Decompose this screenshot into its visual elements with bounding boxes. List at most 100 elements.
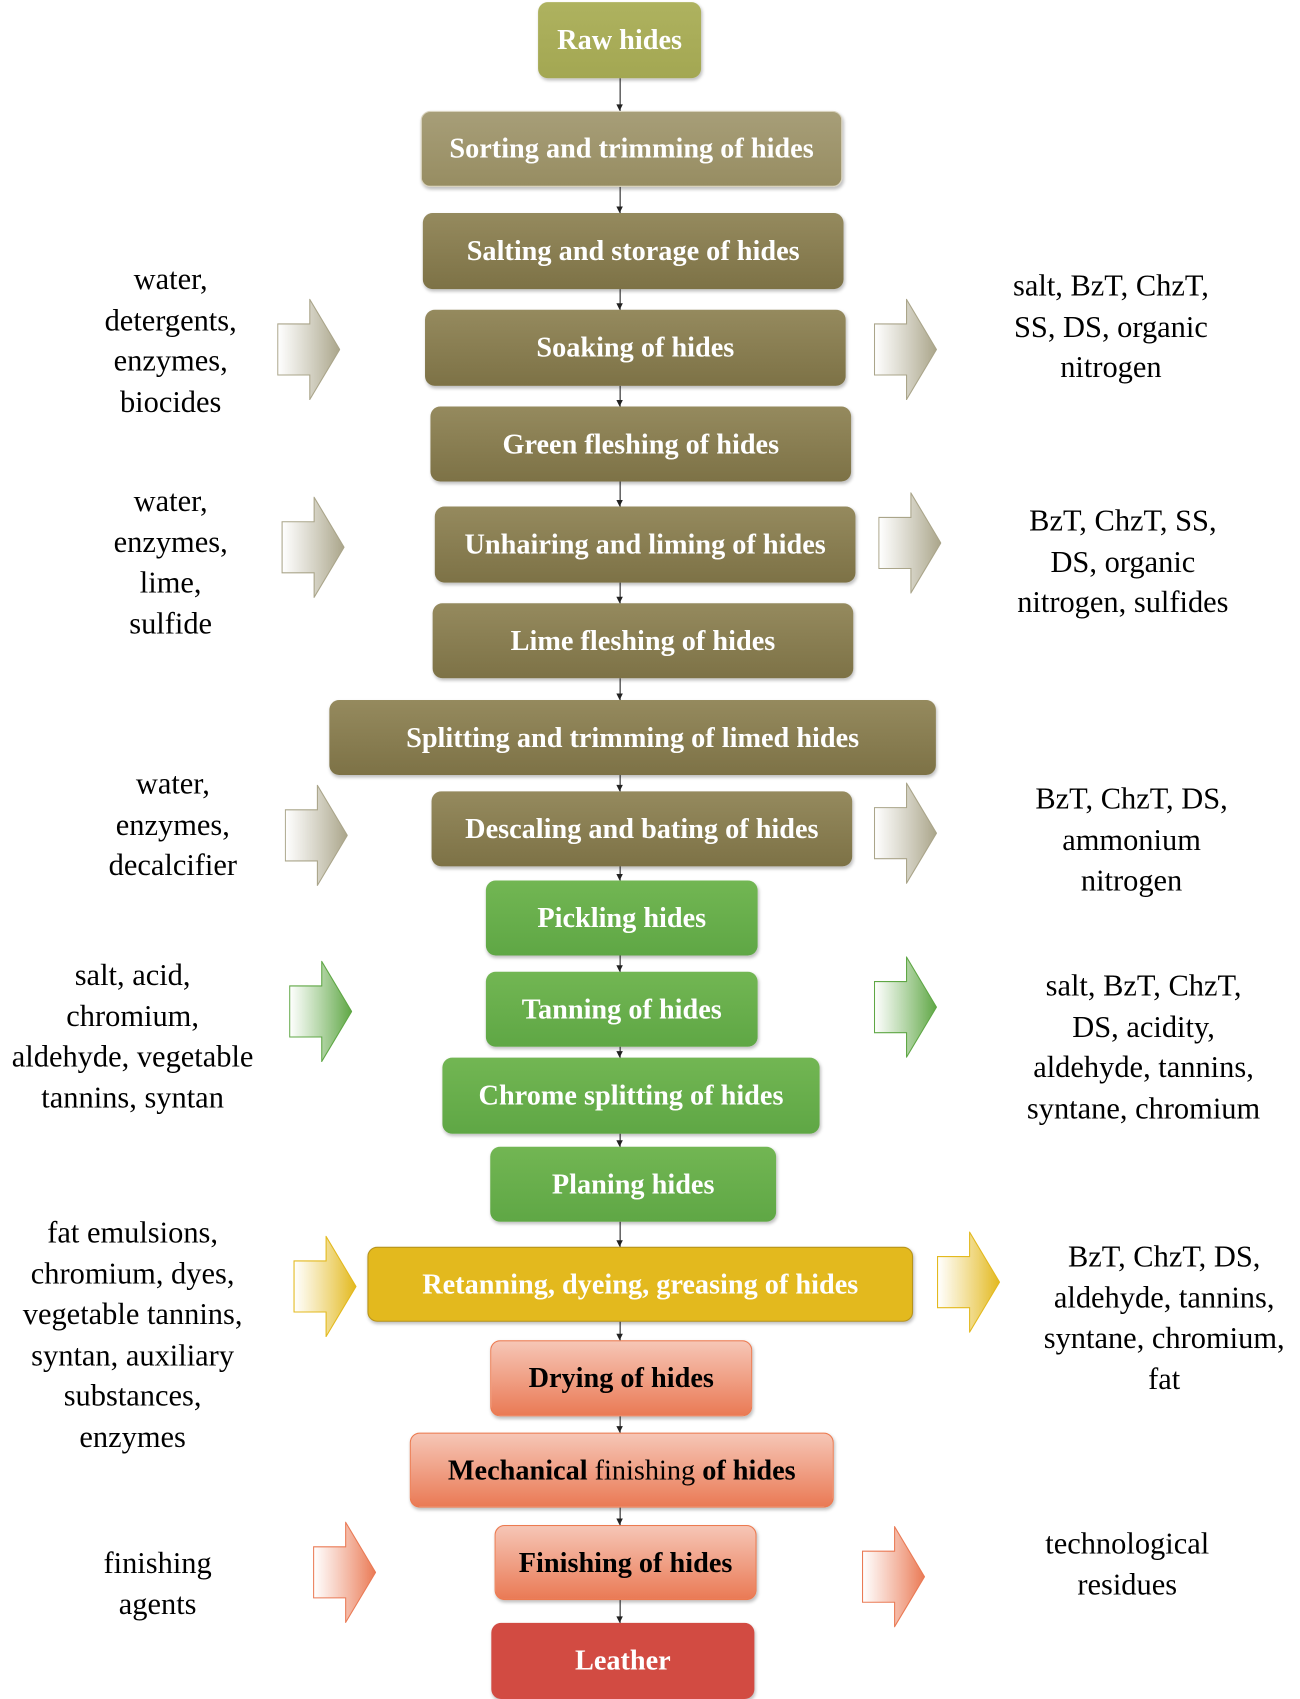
side-text-line: agents bbox=[118, 1587, 197, 1622]
step-label: Planing hides bbox=[551, 1167, 715, 1200]
input-soaking: water,detergents,enzymes,biocides bbox=[105, 260, 237, 423]
side-text-line: BzT, ChzT, DS, bbox=[1035, 782, 1228, 817]
step-planing: Planing hides bbox=[490, 1146, 777, 1222]
connector-arrow-icon bbox=[616, 1221, 623, 1247]
output-finishing: technological residues bbox=[1045, 1524, 1209, 1606]
step-label: Salting and storage of hides bbox=[466, 234, 800, 267]
step-label: Drying of hides bbox=[528, 1362, 714, 1394]
side-text-line: aldehyde, tannins, bbox=[1033, 1051, 1254, 1085]
step-pickling: Pickling hides bbox=[485, 880, 758, 956]
side-text-line: vegetable tannins, bbox=[22, 1297, 243, 1332]
side-text-line: syntane, chromium, bbox=[1043, 1321, 1285, 1356]
step-label: Descaling and bating of hides bbox=[465, 812, 819, 845]
connector-arrow-icon bbox=[616, 866, 623, 881]
connector-arrow-icon bbox=[616, 481, 623, 507]
step-label: finishing bbox=[594, 1453, 696, 1486]
step-label: Raw hides bbox=[557, 23, 683, 56]
side-text-line: ammonium bbox=[1062, 823, 1201, 858]
side-text-line: fat emulsions, bbox=[47, 1216, 218, 1251]
side-text-line: enzymes, bbox=[113, 525, 228, 560]
input-descaling: water,enzymes,decalcifier bbox=[109, 764, 237, 886]
input-arrow-icon bbox=[293, 1235, 357, 1338]
step-label: Lime fleshing of hides bbox=[510, 624, 776, 657]
side-text-line: salt, acid, bbox=[74, 958, 191, 993]
output-arrow-icon bbox=[861, 1526, 926, 1628]
side-text-line: BzT, ChzT, SS, bbox=[1029, 504, 1217, 539]
step-label: Leather bbox=[574, 1644, 671, 1677]
output-arrow-icon bbox=[936, 1231, 1001, 1333]
side-text-line: detergents, bbox=[104, 303, 237, 338]
connector-arrow-icon bbox=[616, 289, 623, 310]
step-lime-fleshing: Lime fleshing of hides bbox=[432, 603, 854, 679]
step-raw-hides: Raw hides bbox=[538, 2, 702, 79]
side-text-line: water, bbox=[135, 767, 210, 802]
step-tanning: Tanning of hides bbox=[485, 971, 758, 1047]
input-arrow-icon bbox=[284, 784, 348, 886]
side-text-line: chromium, dyes, bbox=[30, 1257, 235, 1291]
side-text-line: BzT, ChzT, DS, bbox=[1067, 1240, 1261, 1274]
step-label: Unhairing and liming of hides bbox=[464, 528, 826, 560]
side-text-line: fat bbox=[1148, 1362, 1181, 1397]
connector-arrow-icon bbox=[616, 1046, 623, 1058]
side-text-line: technological bbox=[1045, 1527, 1210, 1561]
step-salting: Salting and storage of hides bbox=[422, 213, 844, 290]
side-text-line: chromium, bbox=[66, 999, 199, 1034]
side-text-line: SS, DS, organic bbox=[1013, 310, 1208, 345]
side-text-line: syntan, auxiliary bbox=[31, 1338, 235, 1373]
side-text-line: DS, acidity, bbox=[1072, 1010, 1215, 1045]
side-text-line: residues bbox=[1077, 1567, 1178, 1602]
step-retanning: Retanning, dyeing, greasing of hides bbox=[367, 1246, 914, 1322]
step-green-fleshing: Green fleshing of hides bbox=[430, 406, 852, 482]
output-arrow-icon bbox=[873, 298, 937, 401]
step-label: Retanning, dyeing, greasing of hides bbox=[422, 1267, 859, 1300]
input-unhairing: water,enzymes,lime,sulfide bbox=[114, 482, 228, 645]
side-text-line: nitrogen bbox=[1080, 864, 1183, 898]
connector-arrow-icon bbox=[616, 955, 623, 972]
step-sorting: Sorting and trimming of hides bbox=[420, 110, 843, 187]
step-label: of hides bbox=[702, 1453, 796, 1486]
input-retanning: fat emulsions, chromium, dyes, vegetable t… bbox=[23, 1213, 243, 1458]
side-text-line: DS, organic bbox=[1050, 545, 1196, 579]
input-arrow-icon bbox=[277, 298, 341, 401]
input-arrow-icon bbox=[289, 960, 353, 1062]
step-label: Tanning of hides bbox=[521, 992, 722, 1025]
connector-arrow-icon bbox=[616, 775, 623, 792]
step-label: Chrome splitting of hides bbox=[478, 1079, 784, 1111]
step-label: Mechanical bbox=[447, 1453, 588, 1486]
step-soaking: Soaking of hides bbox=[425, 309, 846, 386]
connector-arrow-icon bbox=[616, 678, 623, 701]
connector-arrow-icon bbox=[616, 186, 623, 214]
connector-arrow-icon bbox=[616, 582, 623, 604]
output-arrow-icon bbox=[873, 782, 937, 884]
step-descaling: Descaling and bating of hides bbox=[431, 791, 853, 867]
side-text-line: sulfide bbox=[129, 607, 213, 641]
step-label: Finishing of hides bbox=[518, 1546, 733, 1578]
side-text-line: tannins, syntan bbox=[41, 1081, 224, 1115]
side-text-line: enzymes, bbox=[113, 344, 228, 379]
input-tanning: salt, acid, chromium, aldehyde, vegetable t… bbox=[12, 955, 254, 1118]
step-finishing: Finishing of hides bbox=[494, 1525, 757, 1601]
side-text-line: syntane, chromium bbox=[1026, 1091, 1261, 1126]
connector-arrow-icon bbox=[616, 1133, 623, 1147]
input-arrow-icon bbox=[281, 496, 345, 598]
step-label: Sorting and trimming of hides bbox=[449, 132, 814, 165]
side-text-line: enzymes, bbox=[115, 808, 230, 842]
connector-arrow-icon bbox=[616, 1507, 623, 1526]
output-retanning: BzT, ChzT, DS,aldehyde, tannins,syntane,… bbox=[1044, 1237, 1285, 1400]
side-text-line: salt, BzT, ChzT, bbox=[1013, 269, 1209, 304]
connector-arrow-icon bbox=[616, 385, 623, 407]
connector-arrow-icon bbox=[616, 1321, 623, 1341]
side-text-line: aldehyde, vegetable bbox=[11, 1040, 254, 1074]
side-text-line: enzymes bbox=[79, 1420, 186, 1454]
step-label: Green fleshing of hides bbox=[502, 427, 780, 460]
input-arrow-icon bbox=[313, 1521, 377, 1623]
step-label: Pickling hides bbox=[537, 901, 707, 934]
side-text-line: water, bbox=[133, 263, 208, 297]
connector-arrow-icon bbox=[616, 1416, 623, 1433]
output-tanning: salt, BzT, ChzT, DS, acidity, aldehyde, ta… bbox=[1027, 966, 1260, 1129]
side-text-line: salt, BzT, ChzT, bbox=[1045, 969, 1242, 1004]
